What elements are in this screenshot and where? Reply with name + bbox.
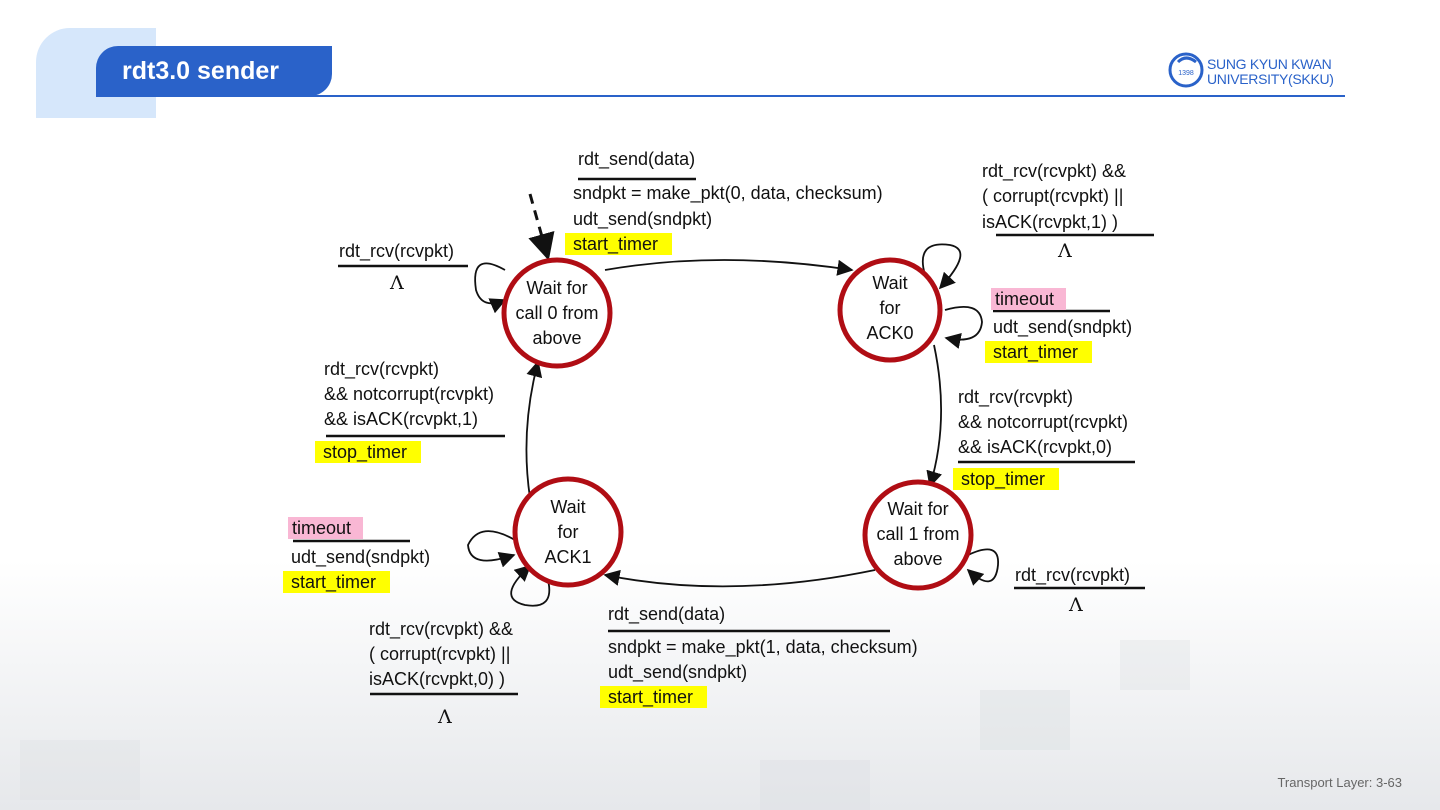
background-tile	[20, 740, 140, 800]
state-wait-call0	[501, 257, 613, 369]
state-label-wait-call1: Wait for call 1 from above	[863, 497, 973, 572]
state-label-line: Wait for	[887, 499, 949, 519]
university-name-line2: UNIVERSITY(SKKU)	[1207, 71, 1334, 87]
state-label-line: Wait	[872, 273, 908, 293]
state-label-line: above	[893, 549, 943, 569]
state-label-line: for	[879, 298, 901, 318]
action-start-timer-1: start_timer	[600, 686, 708, 708]
lambda-ack0-corrupt: Λ	[1058, 240, 1072, 262]
action-make-pkt-1: sndpkt = make_pkt(1, data, checksum)	[608, 637, 918, 657]
initial-state-arrow	[528, 193, 555, 261]
state-label-line: above	[532, 328, 582, 348]
highlight-start-timer: start_timer	[600, 686, 708, 708]
arrow-call1-to-ack1	[603, 569, 876, 588]
state-label-line: for	[557, 522, 579, 542]
action-ack0-stop-timer: stop_timer	[953, 468, 1060, 490]
selfloop-ack1-corrupt	[510, 564, 551, 607]
event-ack0-timeout: timeout	[991, 288, 1067, 310]
highlight-start-timer: start_timer	[565, 233, 673, 255]
event-ack1-timeout: timeout	[288, 517, 364, 539]
state-wait-ack1	[512, 476, 624, 588]
event-ack0-ok-2: && notcorrupt(rcvpkt)	[958, 412, 1129, 432]
selfloop-call1	[966, 548, 999, 586]
state-label-line: ACK0	[866, 323, 914, 343]
event-ack0-corrupt-2: ( corrupt(rcvpkt) ||	[982, 186, 1124, 206]
action-udt-send-1: udt_send(sndpkt)	[608, 662, 748, 682]
event-rdt-send-1: rdt_send(data)	[608, 604, 726, 624]
action-ack1-udt-send: udt_send(sndpkt)	[291, 547, 431, 567]
selfloop-call0	[474, 262, 507, 314]
state-label-wait-ack1: Wait for ACK1	[518, 495, 618, 570]
event-self-call0: rdt_rcv(rcvpkt)	[339, 241, 455, 261]
university-name-line1: SUNG KYUN KWAN	[1207, 56, 1332, 72]
action-make-pkt-0: sndpkt = make_pkt(0, data, checksum)	[573, 183, 883, 203]
skku-seal-icon: 1398	[1168, 52, 1204, 88]
state-label-line: call 0 from	[515, 303, 599, 323]
event-ack0-ok-3: && isACK(rcvpkt,0)	[958, 437, 1113, 457]
background-tile	[1120, 640, 1190, 690]
state-wait-call1	[862, 479, 974, 591]
arrow-ack1-to-call0	[525, 360, 543, 499]
event-ack1-ok-3: && isACK(rcvpkt,1)	[324, 409, 479, 429]
university-name: SUNG KYUN KWAN UNIVERSITY(SKKU)	[1207, 57, 1334, 87]
state-wait-ack0	[837, 257, 943, 363]
event-ack1-corrupt-1: rdt_rcv(rcvpkt) &&	[369, 619, 514, 639]
svg-text:1398: 1398	[1178, 70, 1194, 77]
lambda-ack1-corrupt: Λ	[438, 706, 452, 728]
highlight-start-timer: start_timer	[283, 571, 391, 593]
event-rdt-send-0: rdt_send(data)	[578, 149, 696, 169]
highlight-stop-timer: stop_timer	[953, 468, 1060, 490]
selfloop-ack0-corrupt	[921, 243, 962, 290]
event-self-call1: rdt_rcv(rcvpkt)	[1015, 565, 1131, 585]
arrow-ack0-to-call1	[926, 344, 943, 488]
selfloop-ack1-timeout	[467, 530, 516, 568]
background-tile	[760, 760, 870, 810]
state-label-line: ACK1	[544, 547, 592, 567]
highlight-timeout: timeout	[991, 288, 1067, 310]
action-udt-send-0: udt_send(sndpkt)	[573, 209, 713, 229]
slide-title: rdt3.0 sender	[96, 46, 332, 96]
background-fade	[0, 560, 1440, 810]
action-ack0-udt-send: udt_send(sndpkt)	[993, 317, 1133, 337]
event-ack0-corrupt-1: rdt_rcv(rcvpkt) &&	[982, 161, 1127, 181]
action-start-timer-0: start_timer	[565, 233, 673, 255]
action-ack1-start-timer: start_timer	[283, 571, 391, 593]
lambda-self-call0: Λ	[390, 272, 404, 294]
event-ack1-ok-1: rdt_rcv(rcvpkt)	[324, 359, 440, 379]
event-ack1-corrupt-2: ( corrupt(rcvpkt) ||	[369, 644, 511, 664]
title-underline	[96, 95, 1345, 97]
state-label-line: Wait for	[526, 278, 588, 298]
action-ack0-start-timer: start_timer	[985, 341, 1093, 363]
action-ack1-stop-timer: stop_timer	[315, 441, 422, 463]
event-ack0-ok-1: rdt_rcv(rcvpkt)	[958, 387, 1074, 407]
state-label-line: call 1 from	[876, 524, 960, 544]
lambda-self-call1: Λ	[1069, 594, 1083, 616]
state-label-wait-call0: Wait for call 0 from above	[502, 276, 612, 351]
event-ack1-corrupt-3: isACK(rcvpkt,0) )	[369, 669, 506, 689]
highlight-timeout: timeout	[288, 517, 364, 539]
selfloop-ack0-timeout	[944, 306, 983, 349]
highlight-stop-timer: stop_timer	[315, 441, 422, 463]
background-tile	[980, 690, 1070, 750]
event-ack1-ok-2: && notcorrupt(rcvpkt)	[324, 384, 495, 404]
slide-footer: Transport Layer: 3-63	[1277, 775, 1402, 790]
arrow-call0-to-ack0	[604, 259, 854, 276]
event-ack0-corrupt-3: isACK(rcvpkt,1) )	[982, 212, 1119, 232]
state-label-line: Wait	[550, 497, 586, 517]
state-label-wait-ack0: Wait for ACK0	[840, 271, 940, 346]
highlight-start-timer: start_timer	[985, 341, 1093, 363]
